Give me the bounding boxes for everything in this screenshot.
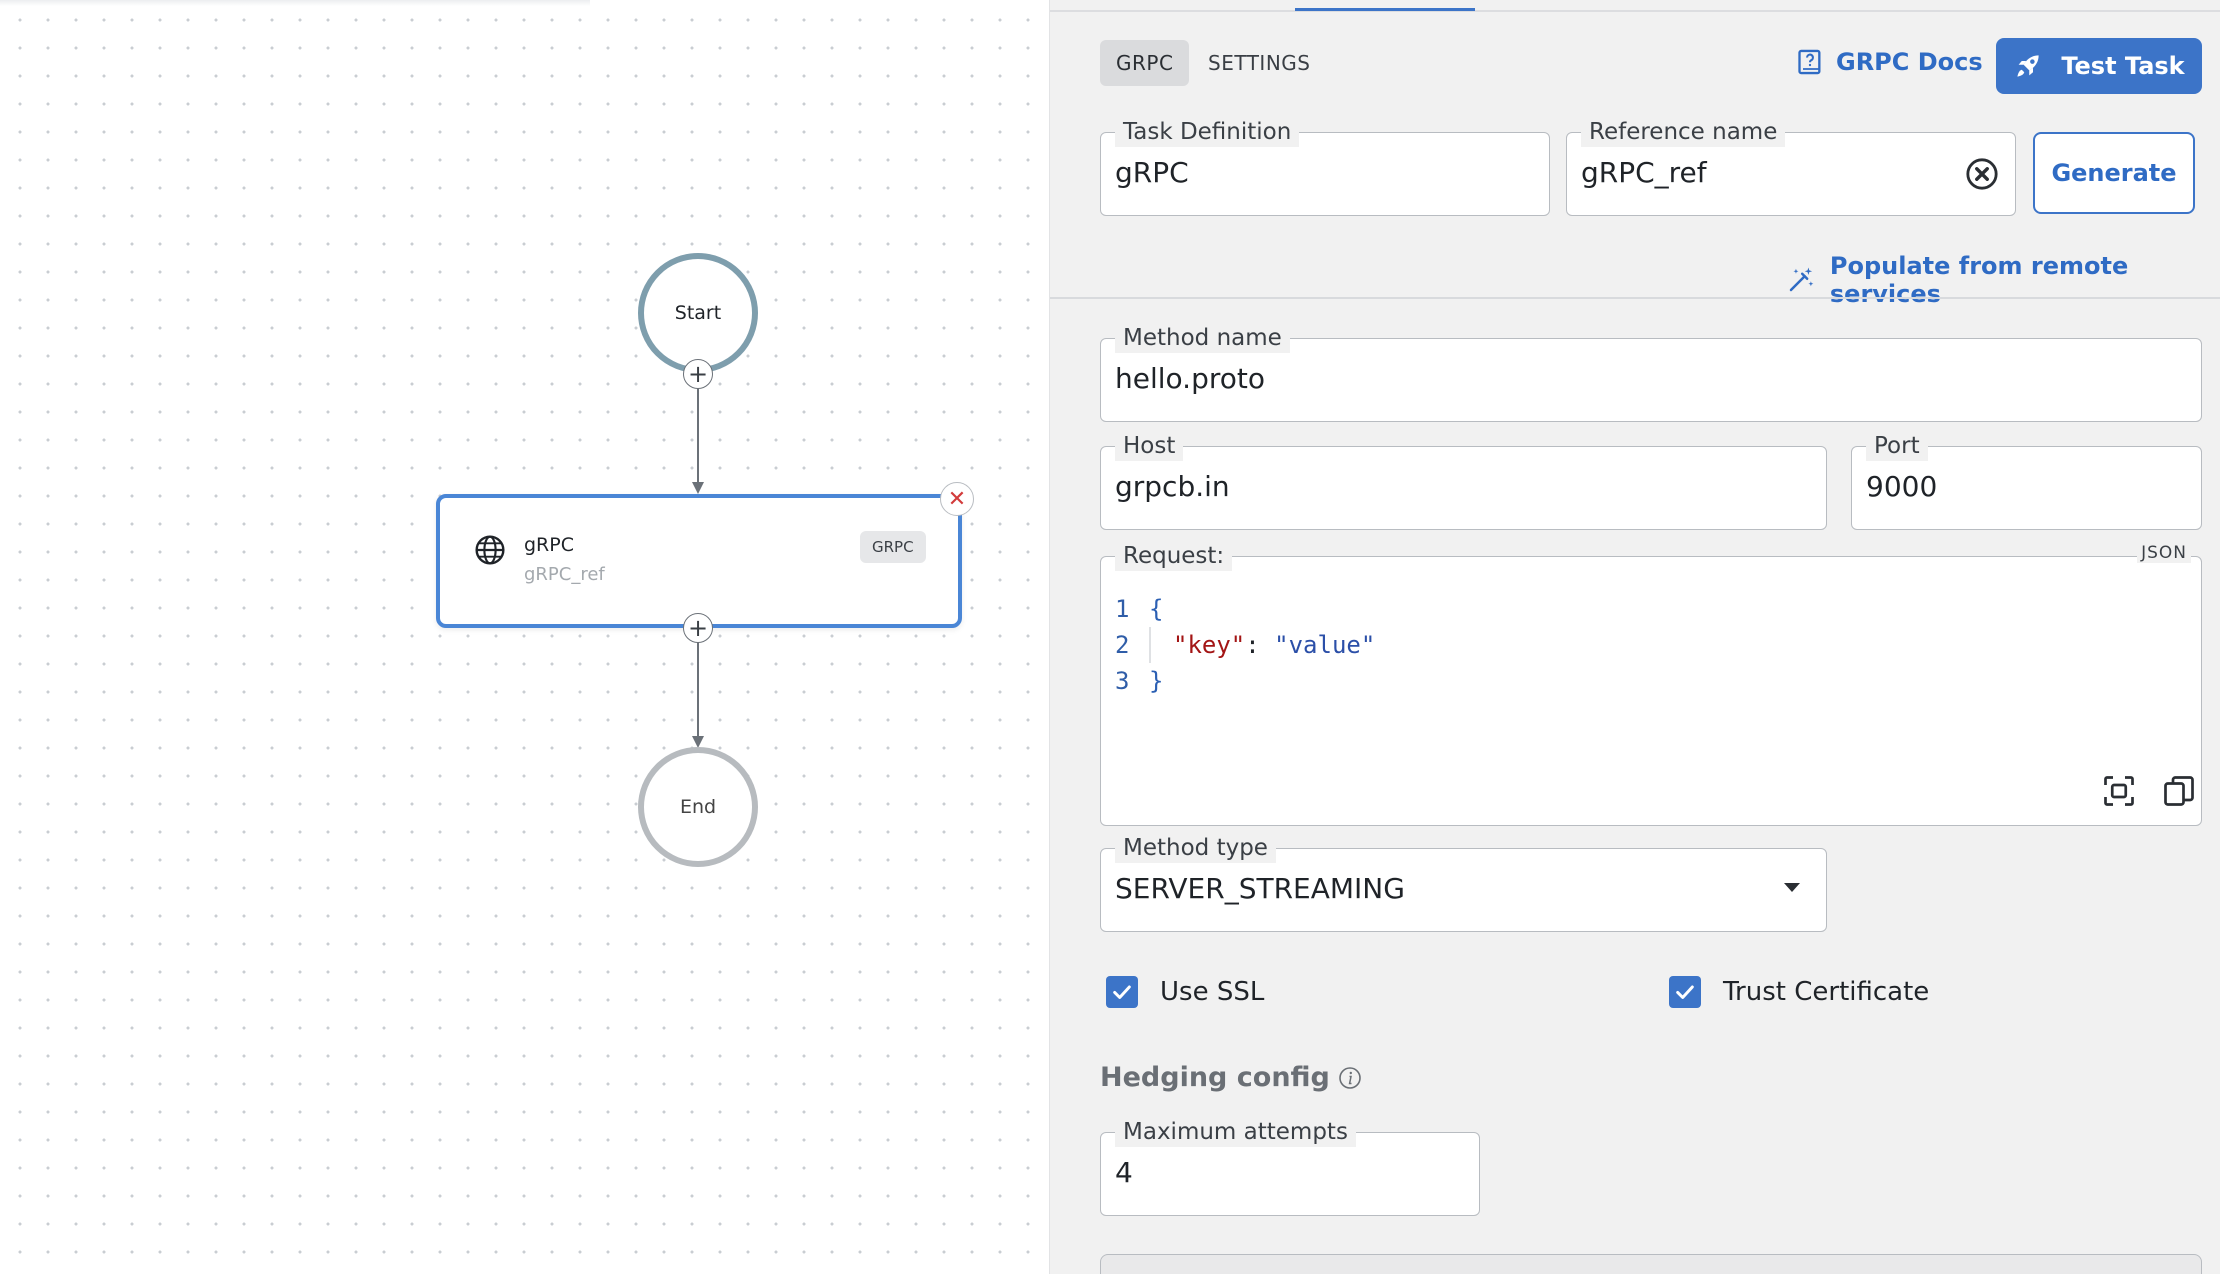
maximum-attempts-label: Maximum attempts <box>1115 1117 1356 1147</box>
globe-icon <box>475 535 505 565</box>
edge-start-to-task-arrow <box>692 482 704 494</box>
line-number: 1 <box>1115 595 1130 623</box>
request-json-editor[interactable]: Request: JSON 1 { 2 "key" : "value" 3 } <box>1100 541 2202 826</box>
hedging-config-title: Hedging config <box>1100 1062 1330 1093</box>
checkmark-icon <box>1113 985 1131 999</box>
use-ssl-label: Use SSL <box>1160 977 1265 1007</box>
magic-wand-icon <box>1789 267 1814 292</box>
code-line: 2 "key" : "value" <box>1115 627 1375 663</box>
add-task-after-grpc-button[interactable]: + <box>683 613 713 643</box>
host-label: Host <box>1115 431 1184 461</box>
copy-icon[interactable] <box>2161 773 2197 809</box>
end-node[interactable]: End <box>638 747 758 867</box>
maximum-attempts-value: 4 <box>1115 1156 1133 1189</box>
use-ssl-checkbox[interactable] <box>1106 976 1138 1008</box>
trust-certificate-label: Trust Certificate <box>1723 977 1930 1007</box>
hedging-config-heading: Hedging config <box>1100 1062 1362 1093</box>
code-area[interactable]: 1 { 2 "key" : "value" 3 } <box>1115 591 1375 699</box>
request-label: Request: <box>1115 541 1233 571</box>
line-number: 2 <box>1115 631 1130 659</box>
test-task-button[interactable]: Test Task <box>1996 38 2202 94</box>
section-divider <box>1050 297 2220 299</box>
start-node[interactable]: Start <box>638 253 758 373</box>
reference-name-label: Reference name <box>1581 117 1786 147</box>
close-icon: ✕ <box>947 486 967 512</box>
next-section-box <box>1100 1254 2202 1274</box>
rocket-icon <box>2017 55 2039 77</box>
chevron-down-icon <box>1784 883 1800 892</box>
task-node-grpc[interactable]: gRPC gRPC_ref GRPC <box>436 494 962 628</box>
tab-settings[interactable]: SETTINGS <box>1208 51 1311 75</box>
start-node-label: Start <box>674 302 722 324</box>
grpc-docs-link[interactable]: GRPC Docs <box>1796 48 1983 76</box>
json-format-tag: JSON <box>2137 543 2191 563</box>
task-definition-label: Task Definition <box>1115 117 1300 147</box>
code-value: "value" <box>1274 631 1376 659</box>
line-number: 3 <box>1115 667 1130 695</box>
method-type-label: Method type <box>1115 833 1276 863</box>
task-node-name: gRPC <box>524 534 574 556</box>
flow-edges <box>692 388 704 748</box>
test-task-label: Test Task <box>2061 52 2185 80</box>
edge-task-to-end-arrow <box>692 736 704 748</box>
maximum-attempts-field[interactable]: Maximum attempts 4 <box>1100 1117 1480 1216</box>
populate-remote-services-link[interactable]: Populate from remote services <box>1786 252 2220 308</box>
method-type-value: SERVER_STREAMING <box>1115 872 1405 905</box>
canvas-toolbar-shadow <box>0 0 590 6</box>
port-field[interactable]: Port 9000 <box>1851 431 2202 530</box>
task-node-ref: gRPC_ref <box>524 564 605 585</box>
remove-task-button[interactable]: ✕ <box>940 482 974 516</box>
reference-name-value: gRPC_ref <box>1581 156 1707 189</box>
method-name-label: Method name <box>1115 323 1290 353</box>
generate-button[interactable]: Generate <box>2033 132 2195 214</box>
code-close-brace: } <box>1149 667 1164 695</box>
method-type-select[interactable]: Method type SERVER_STREAMING <box>1100 833 1827 932</box>
grpc-docs-label: GRPC Docs <box>1836 48 1983 76</box>
task-type-badge: GRPC <box>860 531 926 563</box>
code-open-brace: { <box>1149 595 1164 623</box>
use-ssl-checkbox-row[interactable]: Use SSL <box>1106 976 1264 1008</box>
method-name-field[interactable]: Method name hello.proto <box>1100 323 2202 422</box>
code-key: "key" <box>1173 631 1246 659</box>
populate-remote-services-label: Populate from remote services <box>1829 252 2129 308</box>
task-definition-value: gRPC <box>1115 156 1189 189</box>
panel-tab-strip-line <box>1050 10 2220 12</box>
task-definition-field[interactable]: Task Definition gRPC <box>1100 117 1550 216</box>
panel-tab-strip-active-indicator <box>1295 8 1475 11</box>
close-circle-icon[interactable] <box>1965 157 1999 191</box>
trust-certificate-checkbox-row[interactable]: Trust Certificate <box>1669 976 1929 1008</box>
code-line: 3 } <box>1115 663 1375 699</box>
end-node-label: End <box>679 796 717 818</box>
code-colon: : <box>1245 631 1275 659</box>
code-line: 1 { <box>1115 591 1375 627</box>
reference-name-field[interactable]: Reference name gRPC_ref <box>1566 117 2016 216</box>
checkmark-icon <box>1676 985 1694 999</box>
host-field[interactable]: Host grpcb.in <box>1100 431 1827 530</box>
info-icon[interactable] <box>1338 1066 1362 1090</box>
method-name-value: hello.proto <box>1115 362 1265 395</box>
host-value: grpcb.in <box>1115 470 1230 503</box>
port-value: 9000 <box>1866 470 1938 503</box>
add-task-after-start-button[interactable]: + <box>683 359 713 389</box>
fullscreen-icon[interactable] <box>2101 773 2137 809</box>
book-question-icon <box>1798 49 1821 75</box>
port-label: Port <box>1866 431 1928 461</box>
trust-certificate-checkbox[interactable] <box>1669 976 1701 1008</box>
task-config-panel: GRPC SETTINGS GRPC Docs Test Task Task D… <box>1049 0 2220 1274</box>
indent-guide <box>1149 627 1151 663</box>
tab-grpc[interactable]: GRPC <box>1100 40 1190 86</box>
workflow-canvas[interactable]: Start + gRPC gRPC_ref GRPC ✕ + End <box>0 0 1049 1274</box>
